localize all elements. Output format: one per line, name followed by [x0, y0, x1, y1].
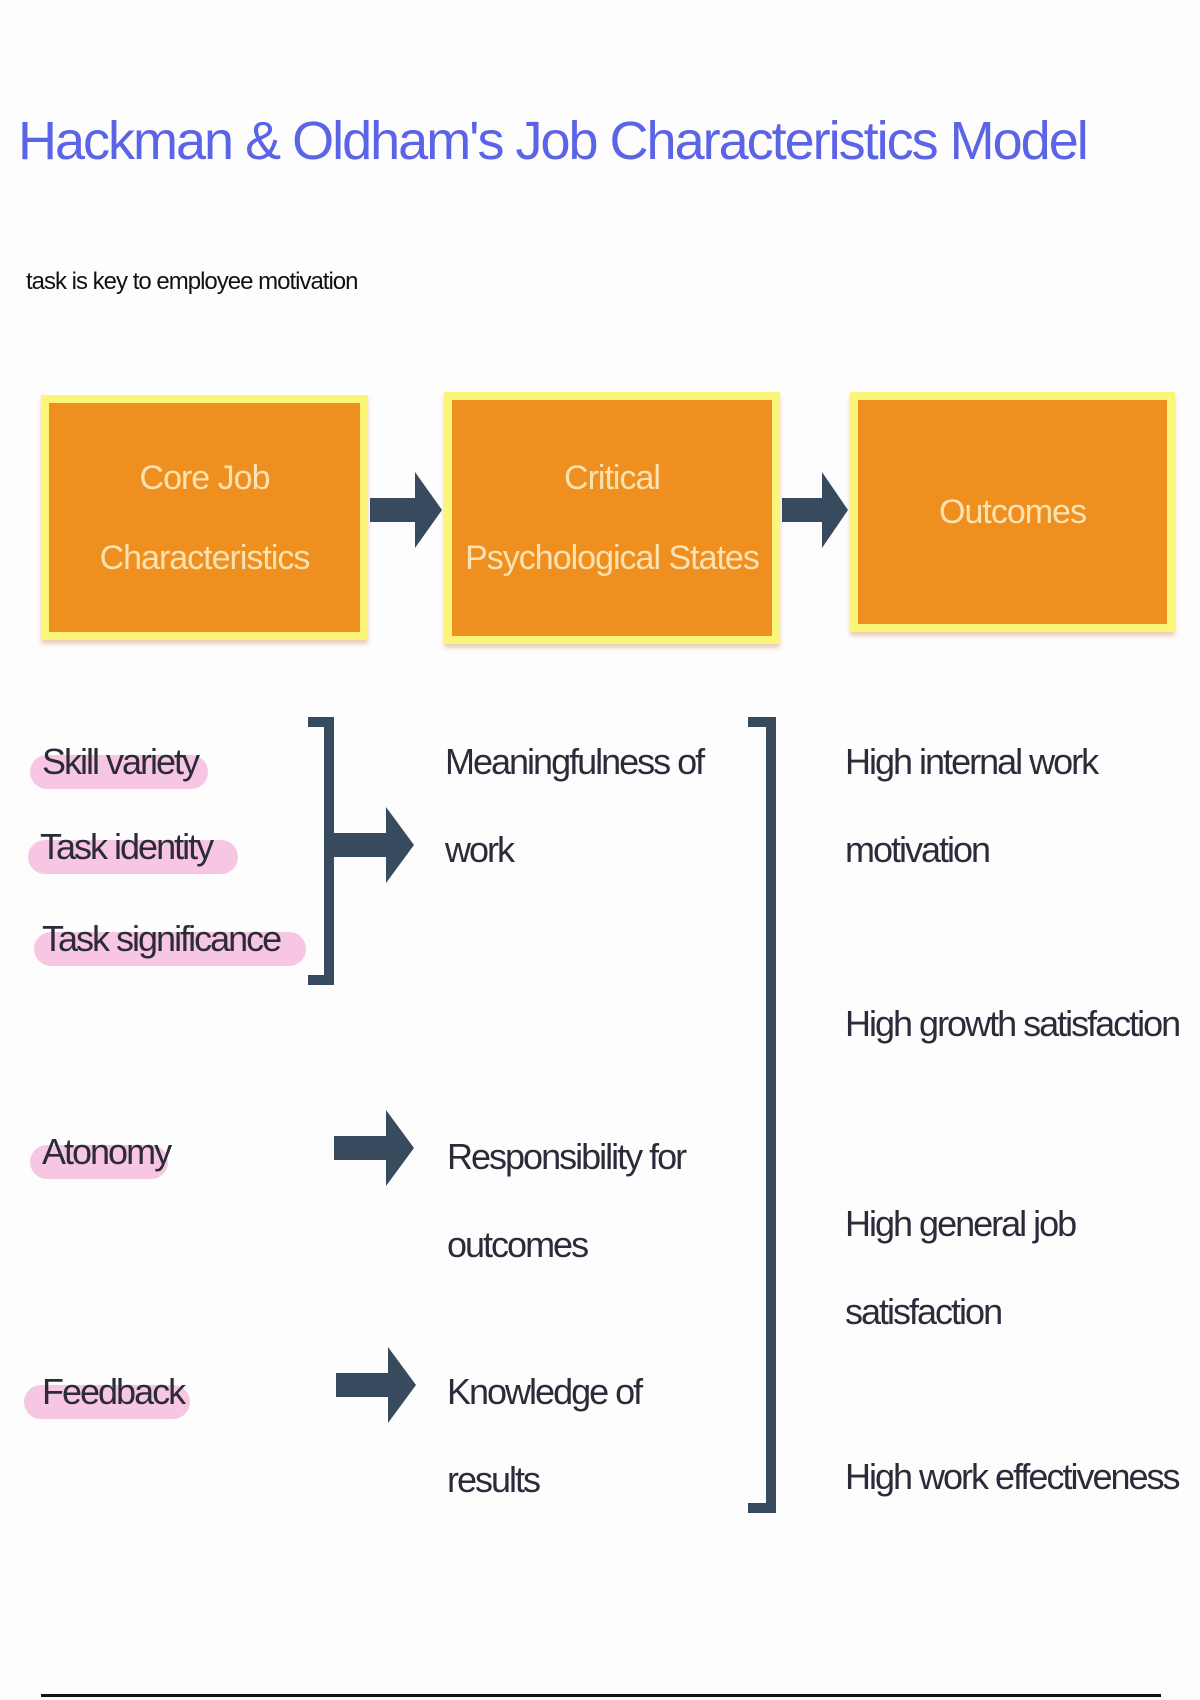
arrow-right-icon — [370, 472, 442, 548]
highlight-mark — [24, 1385, 190, 1419]
state-line: results — [447, 1459, 541, 1500]
outcome-growth-satisfaction: High growth satisfaction — [845, 1003, 1181, 1044]
state-line: Responsibility for — [447, 1136, 687, 1177]
outcomes-bracket — [748, 717, 776, 1513]
state-meaningfulness: Meaningfulness of work — [445, 718, 705, 894]
outcome-line: High general job — [845, 1203, 1077, 1244]
header-line: Outcomes — [939, 493, 1087, 531]
highlight-mark — [34, 932, 306, 966]
subtitle: task is key to employee motivation — [26, 268, 358, 295]
state-line: work — [445, 829, 515, 870]
bottom-divider — [41, 1694, 1161, 1697]
outcome-internal-motivation: High internal work motivation — [845, 718, 1099, 894]
header-line: Psychological States — [465, 539, 760, 577]
header-line: Core Job — [139, 458, 271, 497]
outcome-work-effectiveness: High work effectiveness — [845, 1456, 1181, 1497]
core-task-identity: Task identity — [40, 826, 214, 867]
header-line: Critical — [564, 459, 661, 497]
outcome-line: motivation — [845, 829, 991, 870]
core-autonomy: Atonomy — [42, 1131, 172, 1172]
header-line: Characteristics — [99, 538, 311, 577]
outcome-line: satisfaction — [845, 1291, 1003, 1332]
state-line: outcomes — [447, 1224, 589, 1265]
state-knowledge: Knowledge of results — [447, 1348, 643, 1524]
arrow-right-icon — [334, 1110, 414, 1186]
highlight-mark — [28, 840, 238, 874]
arrow-right-icon — [334, 807, 414, 883]
page-title: Hackman & Oldham's Job Characteristics M… — [18, 111, 1089, 171]
core-feedback: Feedback — [42, 1371, 186, 1412]
highlight-mark — [30, 1145, 168, 1179]
outcome-line: High internal work — [845, 741, 1099, 782]
arrow-right-icon — [336, 1347, 416, 1423]
grouping-bracket — [308, 717, 334, 985]
state-responsibility: Responsibility for outcomes — [447, 1113, 687, 1289]
core-skill-variety: Skill variety — [42, 741, 200, 782]
header-outcomes: Outcomes — [850, 392, 1175, 632]
state-line: Knowledge of — [447, 1371, 643, 1412]
core-task-significance: Task significance — [42, 918, 282, 959]
state-line: Meaningfulness of — [445, 741, 705, 782]
outcome-job-satisfaction: High general job satisfaction — [845, 1180, 1077, 1356]
highlight-mark — [30, 755, 208, 789]
arrow-right-icon — [782, 472, 848, 548]
